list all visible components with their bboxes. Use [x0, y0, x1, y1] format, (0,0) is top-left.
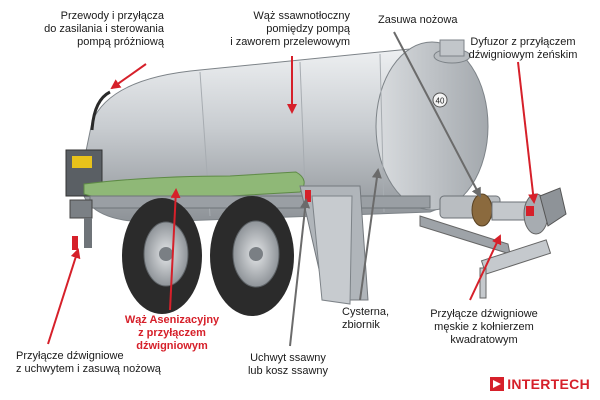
label-hose-electrics: Przewody i przyłącza do zasilania i ster… — [44, 10, 164, 48]
brand-name: INTERTECH — [507, 376, 590, 392]
label-tank: Cysterna, zbiornik — [342, 306, 390, 331]
label-sanitation-hose: Wąż Asenizacyjny z przyłączem dźwigniowy… — [124, 314, 220, 352]
leader-sanitation-hose — [169, 188, 181, 311]
wheel-rear — [210, 196, 294, 316]
tank-capacity-badge-circle — [432, 92, 448, 108]
intertech-logo-icon — [490, 377, 505, 391]
label-diffuser: Dyfuzor z przyłączem dźwigniowym żeńskim — [468, 36, 578, 61]
label-lever-coupling: Przyłącze dźwigniowe z uchwytem i zasuwą… — [16, 350, 161, 375]
mudguard-panel — [311, 195, 353, 305]
vacuum-pump-unit — [65, 90, 111, 197]
leader-lever-coupling — [47, 248, 81, 345]
label-male-coupling: Przyłącze dźwigniowe męskie z kołnierzem… — [430, 308, 538, 346]
leader-hose-electrics — [110, 63, 147, 90]
callout-lines — [47, 31, 539, 347]
front-lever-coupling — [69, 199, 93, 250]
leader-male-coupling — [469, 234, 502, 301]
tank-capacity-badge: 40 — [436, 97, 445, 106]
rear-outlet-assembly — [419, 187, 567, 299]
leader-gate-valve — [393, 31, 481, 198]
manhole-dome — [433, 39, 471, 64]
leader-suction-holder — [289, 198, 311, 347]
brand-logo: INTERTECH — [490, 376, 590, 392]
wheel-front — [122, 198, 202, 314]
leader-tank — [359, 168, 382, 301]
label-suction-hose: Wąż ssawnotłoczny pomiędzy pompą i zawor… — [230, 10, 350, 48]
label-gate-valve: Zasuwa nożowa — [378, 14, 458, 26]
label-suction-holder: Uchwyt ssawny lub kosz ssawny — [247, 352, 329, 377]
leader-diffuser — [517, 61, 539, 204]
